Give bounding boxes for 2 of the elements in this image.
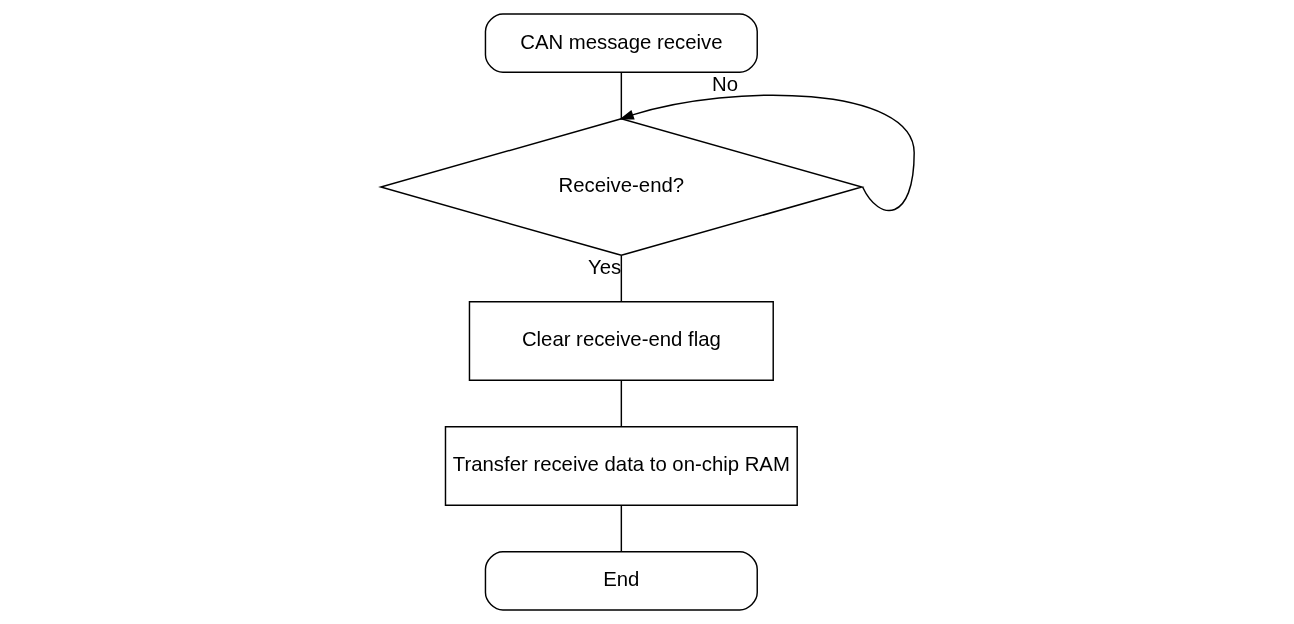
edge-label: Yes: [587, 255, 621, 278]
edge-label: No: [711, 72, 738, 95]
